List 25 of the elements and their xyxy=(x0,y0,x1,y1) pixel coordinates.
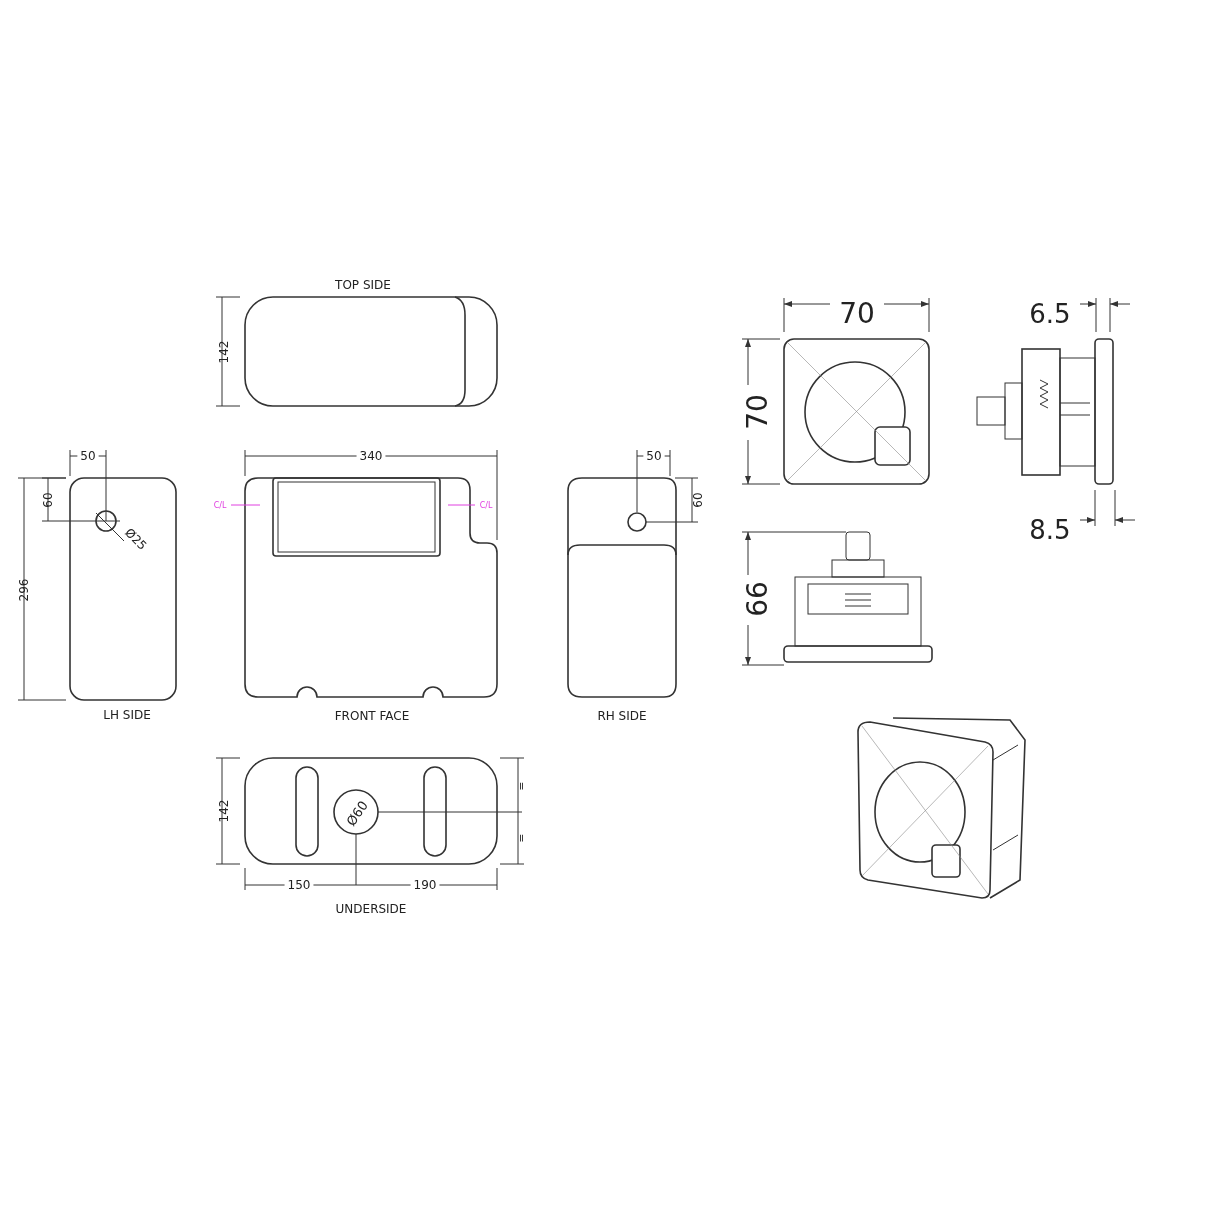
dimension-label: 190 xyxy=(413,878,437,892)
dimension-label: = xyxy=(515,833,528,843)
centre-line-label: C/L xyxy=(213,501,227,510)
view-title: LH SIDE xyxy=(103,708,151,722)
dimension-label: 6.5 xyxy=(1029,298,1071,329)
dimension-label: 150 xyxy=(287,878,311,892)
dimension-label: 296 xyxy=(17,578,31,602)
view-title: UNDERSIDE xyxy=(335,902,407,916)
dimension-label: 66 xyxy=(741,581,774,617)
centre-line-label: C/L xyxy=(479,501,493,510)
dimension-label: 70 xyxy=(741,394,774,430)
dimension-label: = xyxy=(515,781,528,791)
dimension-label: 70 xyxy=(839,297,875,330)
view-title: TOP SIDE xyxy=(335,278,391,292)
dimension-label: Ø25 xyxy=(122,525,150,553)
view-title: FRONT FACE xyxy=(334,709,410,723)
view-title: RH SIDE xyxy=(597,709,647,723)
dimension-label: 50 xyxy=(80,449,96,463)
dimension-label: 50 xyxy=(646,449,662,463)
dimension-label: 60 xyxy=(691,492,705,508)
dimension-label: 340 xyxy=(359,449,383,463)
dimension-label: 142 xyxy=(217,340,231,364)
dimension-label: 142 xyxy=(217,799,231,823)
dimension-label: 8.5 xyxy=(1029,514,1071,545)
dimension-label: 60 xyxy=(41,492,55,508)
